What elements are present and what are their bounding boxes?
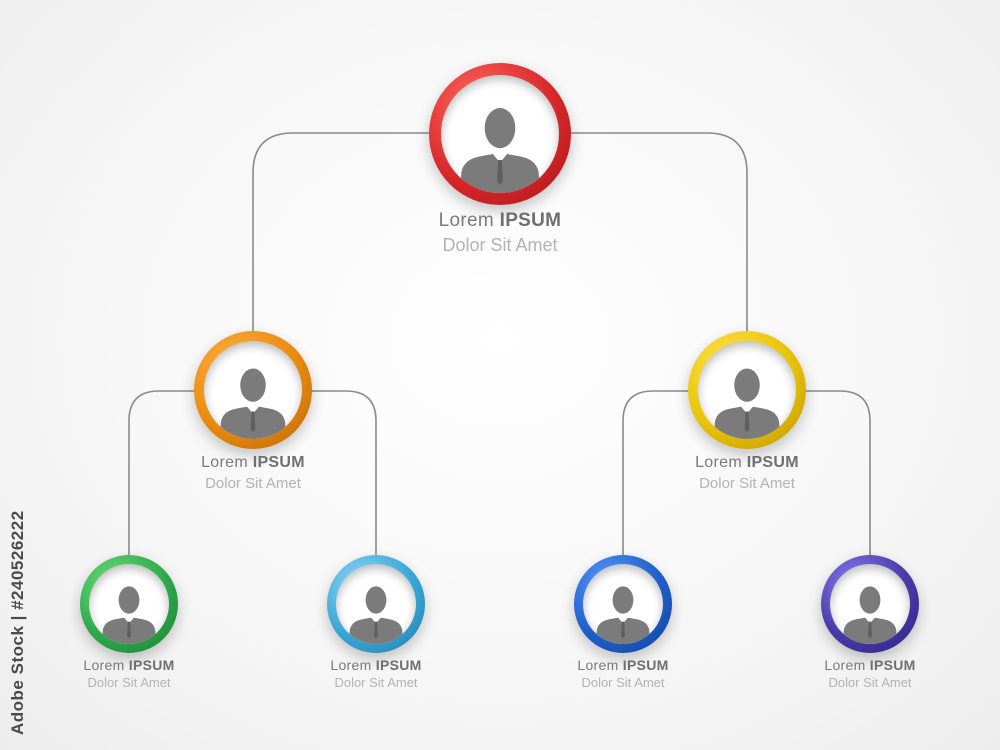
node-label: Lorem IPSUM Dolor Sit Amet (330, 657, 421, 690)
node-name-bold: IPSUM (128, 657, 175, 673)
node-name-light: Lorem (577, 657, 619, 673)
node-subtitle: Dolor Sit Amet (334, 675, 418, 690)
node-label: Lorem IPSUM Dolor Sit Amet (201, 454, 305, 492)
node-name-bold: IPSUM (375, 657, 422, 673)
avatar (830, 564, 910, 644)
node-subtitle: Dolor Sit Amet (581, 675, 665, 690)
connector-mid-left-to-bottom-2 (310, 390, 377, 558)
node-subtitle: Dolor Sit Amet (828, 675, 912, 690)
node-name-light: Lorem (824, 657, 866, 673)
person-icon (102, 586, 156, 644)
node-name-bold: IPSUM (869, 657, 916, 673)
node-label: Lorem IPSUM Dolor Sit Amet (83, 657, 174, 690)
connector-mid-right-to-bottom-3 (622, 390, 690, 558)
avatar (583, 564, 663, 644)
connector-top-to-mid-right (568, 132, 748, 333)
person-icon (714, 368, 780, 439)
node-name-bold: IPSUM (499, 210, 562, 231)
node-name-bold: IPSUM (252, 454, 305, 471)
person-icon (843, 586, 897, 644)
node-name-light: Lorem (201, 454, 248, 471)
node-name-light: Lorem (438, 210, 495, 231)
node-subtitle: Dolor Sit Amet (205, 475, 301, 492)
node-name-light: Lorem (330, 657, 372, 673)
connector-mid-right-to-bottom-4 (804, 390, 871, 558)
stock-watermark: Adobe Stock | #240526222 (8, 510, 27, 735)
avatar (204, 341, 302, 439)
connector-mid-left-to-bottom-1 (128, 390, 196, 558)
connector-top-to-mid-left (252, 132, 432, 333)
person-icon (596, 586, 650, 644)
node-name-bold: IPSUM (622, 657, 669, 673)
person-icon (220, 368, 286, 439)
node-name-light: Lorem (695, 454, 742, 471)
person-icon (349, 586, 403, 644)
node-label: Lorem IPSUM Dolor Sit Amet (695, 454, 799, 492)
node-name-bold: IPSUM (746, 454, 799, 471)
node-name-light: Lorem (83, 657, 125, 673)
node-subtitle: Dolor Sit Amet (442, 235, 558, 255)
avatar (89, 564, 169, 644)
person-icon (461, 108, 539, 193)
node-label: Lorem IPSUM Dolor Sit Amet (439, 210, 562, 256)
node-label: Lorem IPSUM Dolor Sit Amet (824, 657, 915, 690)
node-subtitle: Dolor Sit Amet (87, 675, 171, 690)
avatar (698, 341, 796, 439)
avatar (336, 564, 416, 644)
node-label: Lorem IPSUM Dolor Sit Amet (577, 657, 668, 690)
avatar (441, 75, 559, 193)
node-subtitle: Dolor Sit Amet (699, 475, 795, 492)
